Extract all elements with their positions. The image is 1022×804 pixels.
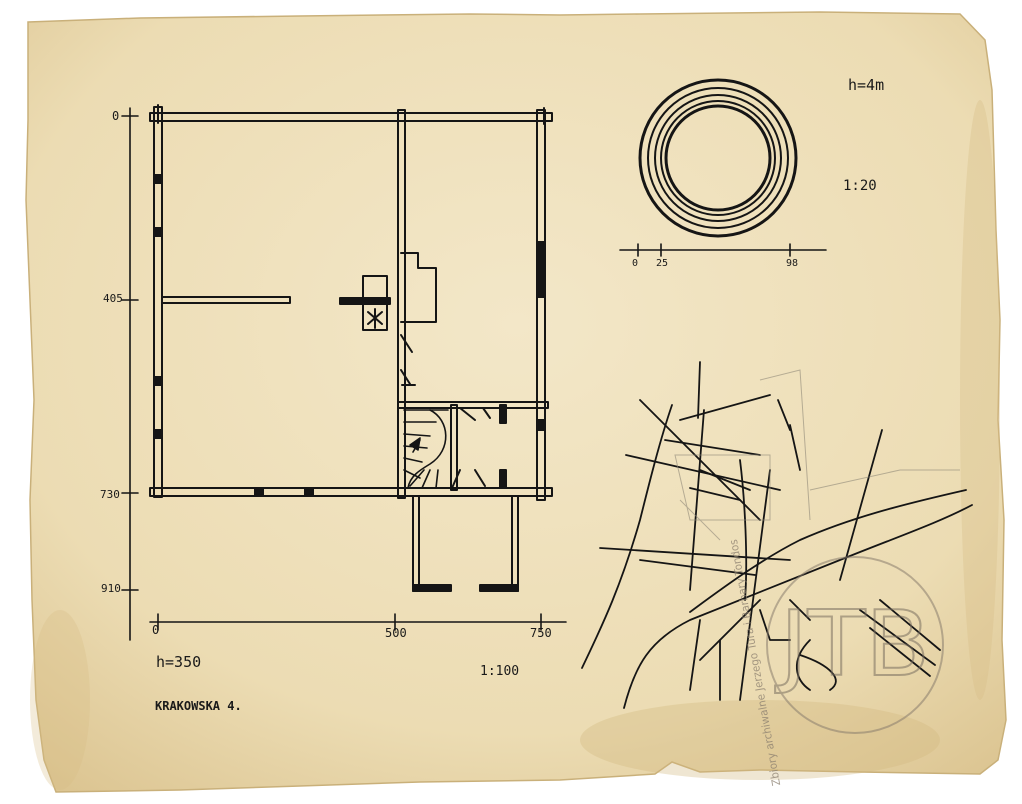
partition-wall <box>161 296 291 304</box>
site-sketch <box>581 361 973 709</box>
floor-plan <box>121 104 567 641</box>
well-height-label: h=4m <box>848 76 884 94</box>
well-dim-25: 25 <box>656 258 668 269</box>
porch <box>412 495 519 592</box>
pencil-traces <box>674 369 960 541</box>
dim-label-500: 500 <box>385 626 407 640</box>
plan-height-label: h=350 <box>156 653 201 671</box>
plan-scale-label: 1:100 <box>480 664 519 679</box>
dim-label-405: 405 <box>103 292 123 305</box>
cabinet-outline <box>400 252 437 323</box>
dim-label-730: 730 <box>100 488 120 501</box>
vestibule-doors <box>451 404 507 489</box>
dim-label-750: 750 <box>530 626 552 640</box>
stove <box>339 275 391 331</box>
dim-label-x0: 0 <box>152 623 159 637</box>
archive-watermark: JTB <box>766 556 944 734</box>
address-label: KRAKOWSKA 4. <box>155 699 242 713</box>
well-dim-0: 0 <box>632 258 638 269</box>
watermark-monogram: JTB <box>775 592 930 697</box>
vestibule <box>397 401 549 409</box>
dim-label-0: 0 <box>112 109 119 123</box>
dim-label-910: 910 <box>101 582 121 595</box>
staircase <box>403 409 449 489</box>
wall-openings <box>154 174 545 496</box>
well-dim-98: 98 <box>786 258 798 269</box>
well-scale-label: 1:20 <box>843 178 877 194</box>
well-ring <box>638 78 798 238</box>
well-dimension <box>619 243 827 257</box>
